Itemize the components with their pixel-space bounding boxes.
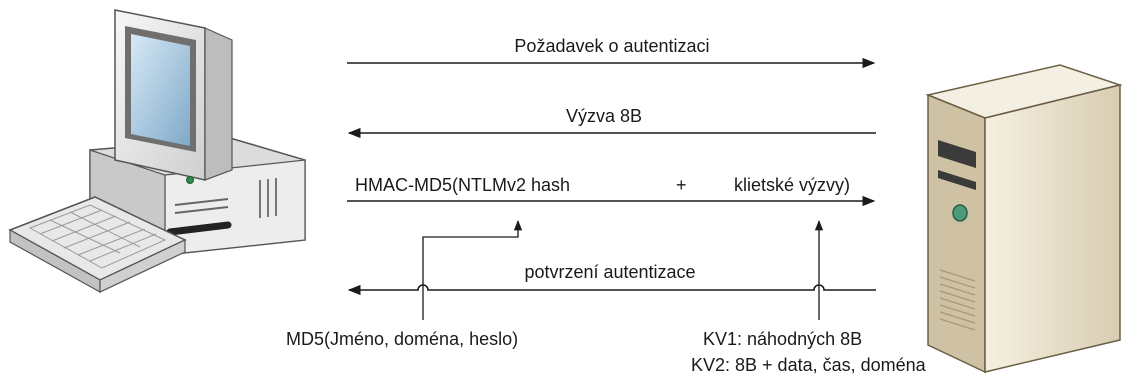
response-client-challenge-label: klietské výzvy) — [734, 175, 851, 195]
md5-source-note: MD5(Jméno, doména, heslo) — [286, 329, 519, 349]
auth-request-label: Požadavek o autentizaci — [514, 36, 710, 56]
md5-connector-arrow — [422, 219, 523, 320]
challenge-label: Výzva 8B — [565, 106, 643, 126]
response-hmac-label: HMAC-MD5(NTLMv2 hash — [355, 175, 571, 195]
response-plus-label: + — [676, 175, 687, 195]
client-computer-icon — [8, 9, 306, 294]
server-icon — [925, 64, 1123, 374]
auth-confirm-arrow — [347, 284, 876, 296]
auth-confirm-label: potvrzení autentizace — [524, 262, 696, 282]
kv2-note: KV2: 8B + data, čas, doména — [691, 355, 926, 375]
kv1-note: KV1: náhodných 8B — [703, 329, 863, 349]
